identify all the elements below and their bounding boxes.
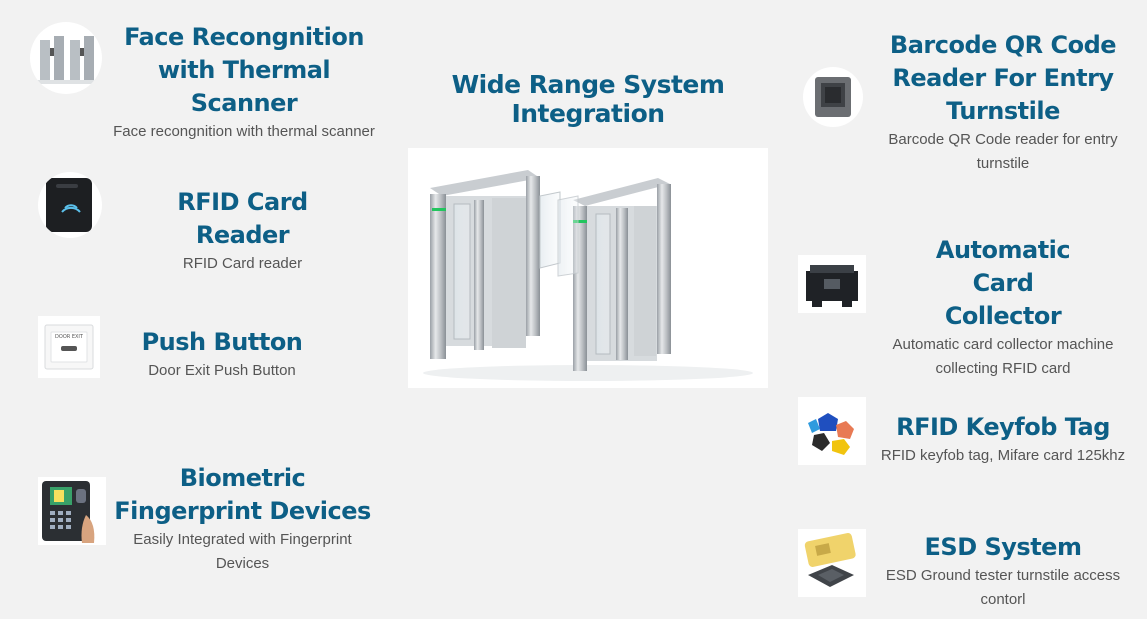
push-button-image: DOOR EXIT [38,316,100,378]
feature-title: Barcode QR Code Reader For Entry Turnsti… [889,31,1117,125]
feature-biometric-fingerprint: Biometric Fingerprint Devices Easily Int… [110,462,375,576]
fingerprint-device-image [38,477,106,545]
feature-face-recognition: Face Recongnition with Thermal Scanner F… [104,21,384,144]
feature-description: RFID keyfob tag, Mifare card 125khz [880,447,1126,464]
card-collector-image [798,255,866,313]
feature-title: Push Button [141,328,303,356]
feature-rfid-keyfob: RFID Keyfob Tag RFID keyfob tag, Mifare … [870,411,1136,468]
turnstile-gate-image [408,148,768,388]
feature-description: Door Exit Push Button [148,362,296,379]
feature-title: RFID Card Reader [177,188,308,249]
feature-description: ESD Ground tester turnstile access conto… [885,567,1121,608]
barcode-qr-reader-image [803,67,863,127]
feature-title: Automatic Card Collector [935,236,1071,330]
face-recognition-gate-image [30,22,102,94]
push-button-label: DOOR EXIT [55,334,83,340]
feature-title: RFID Keyfob Tag [896,413,1110,441]
feature-description: Barcode QR Code reader for entry turnsti… [888,131,1118,172]
feature-title: ESD System [924,533,1082,561]
esd-system-image [798,529,866,597]
feature-description: RFID Card reader [182,255,303,272]
feature-description: Automatic card collector machine collect… [892,336,1114,377]
feature-title: Biometric Fingerprint Devices [114,464,371,525]
feature-card-collector: Automatic Card Collector Automatic card … [870,234,1136,381]
feature-description: Face recongnition with thermal scanner [113,123,375,140]
rfid-card-reader-image [38,172,102,238]
section-title: Wide Range System Integration [451,70,725,128]
feature-esd-system: ESD System ESD Ground tester turnstile a… [870,531,1136,612]
rfid-keyfob-image [798,397,866,465]
feature-rfid-card-reader: RFID Card Reader RFID Card reader [130,186,355,276]
feature-barcode-qr: Barcode QR Code Reader For Entry Turnsti… [870,29,1136,176]
feature-title: Face Recongnition with Thermal Scanner [124,23,364,117]
feature-description: Easily Integrated with Fingerprint Devic… [133,531,352,572]
feature-push-button: Push Button Door Exit Push Button [120,326,324,383]
